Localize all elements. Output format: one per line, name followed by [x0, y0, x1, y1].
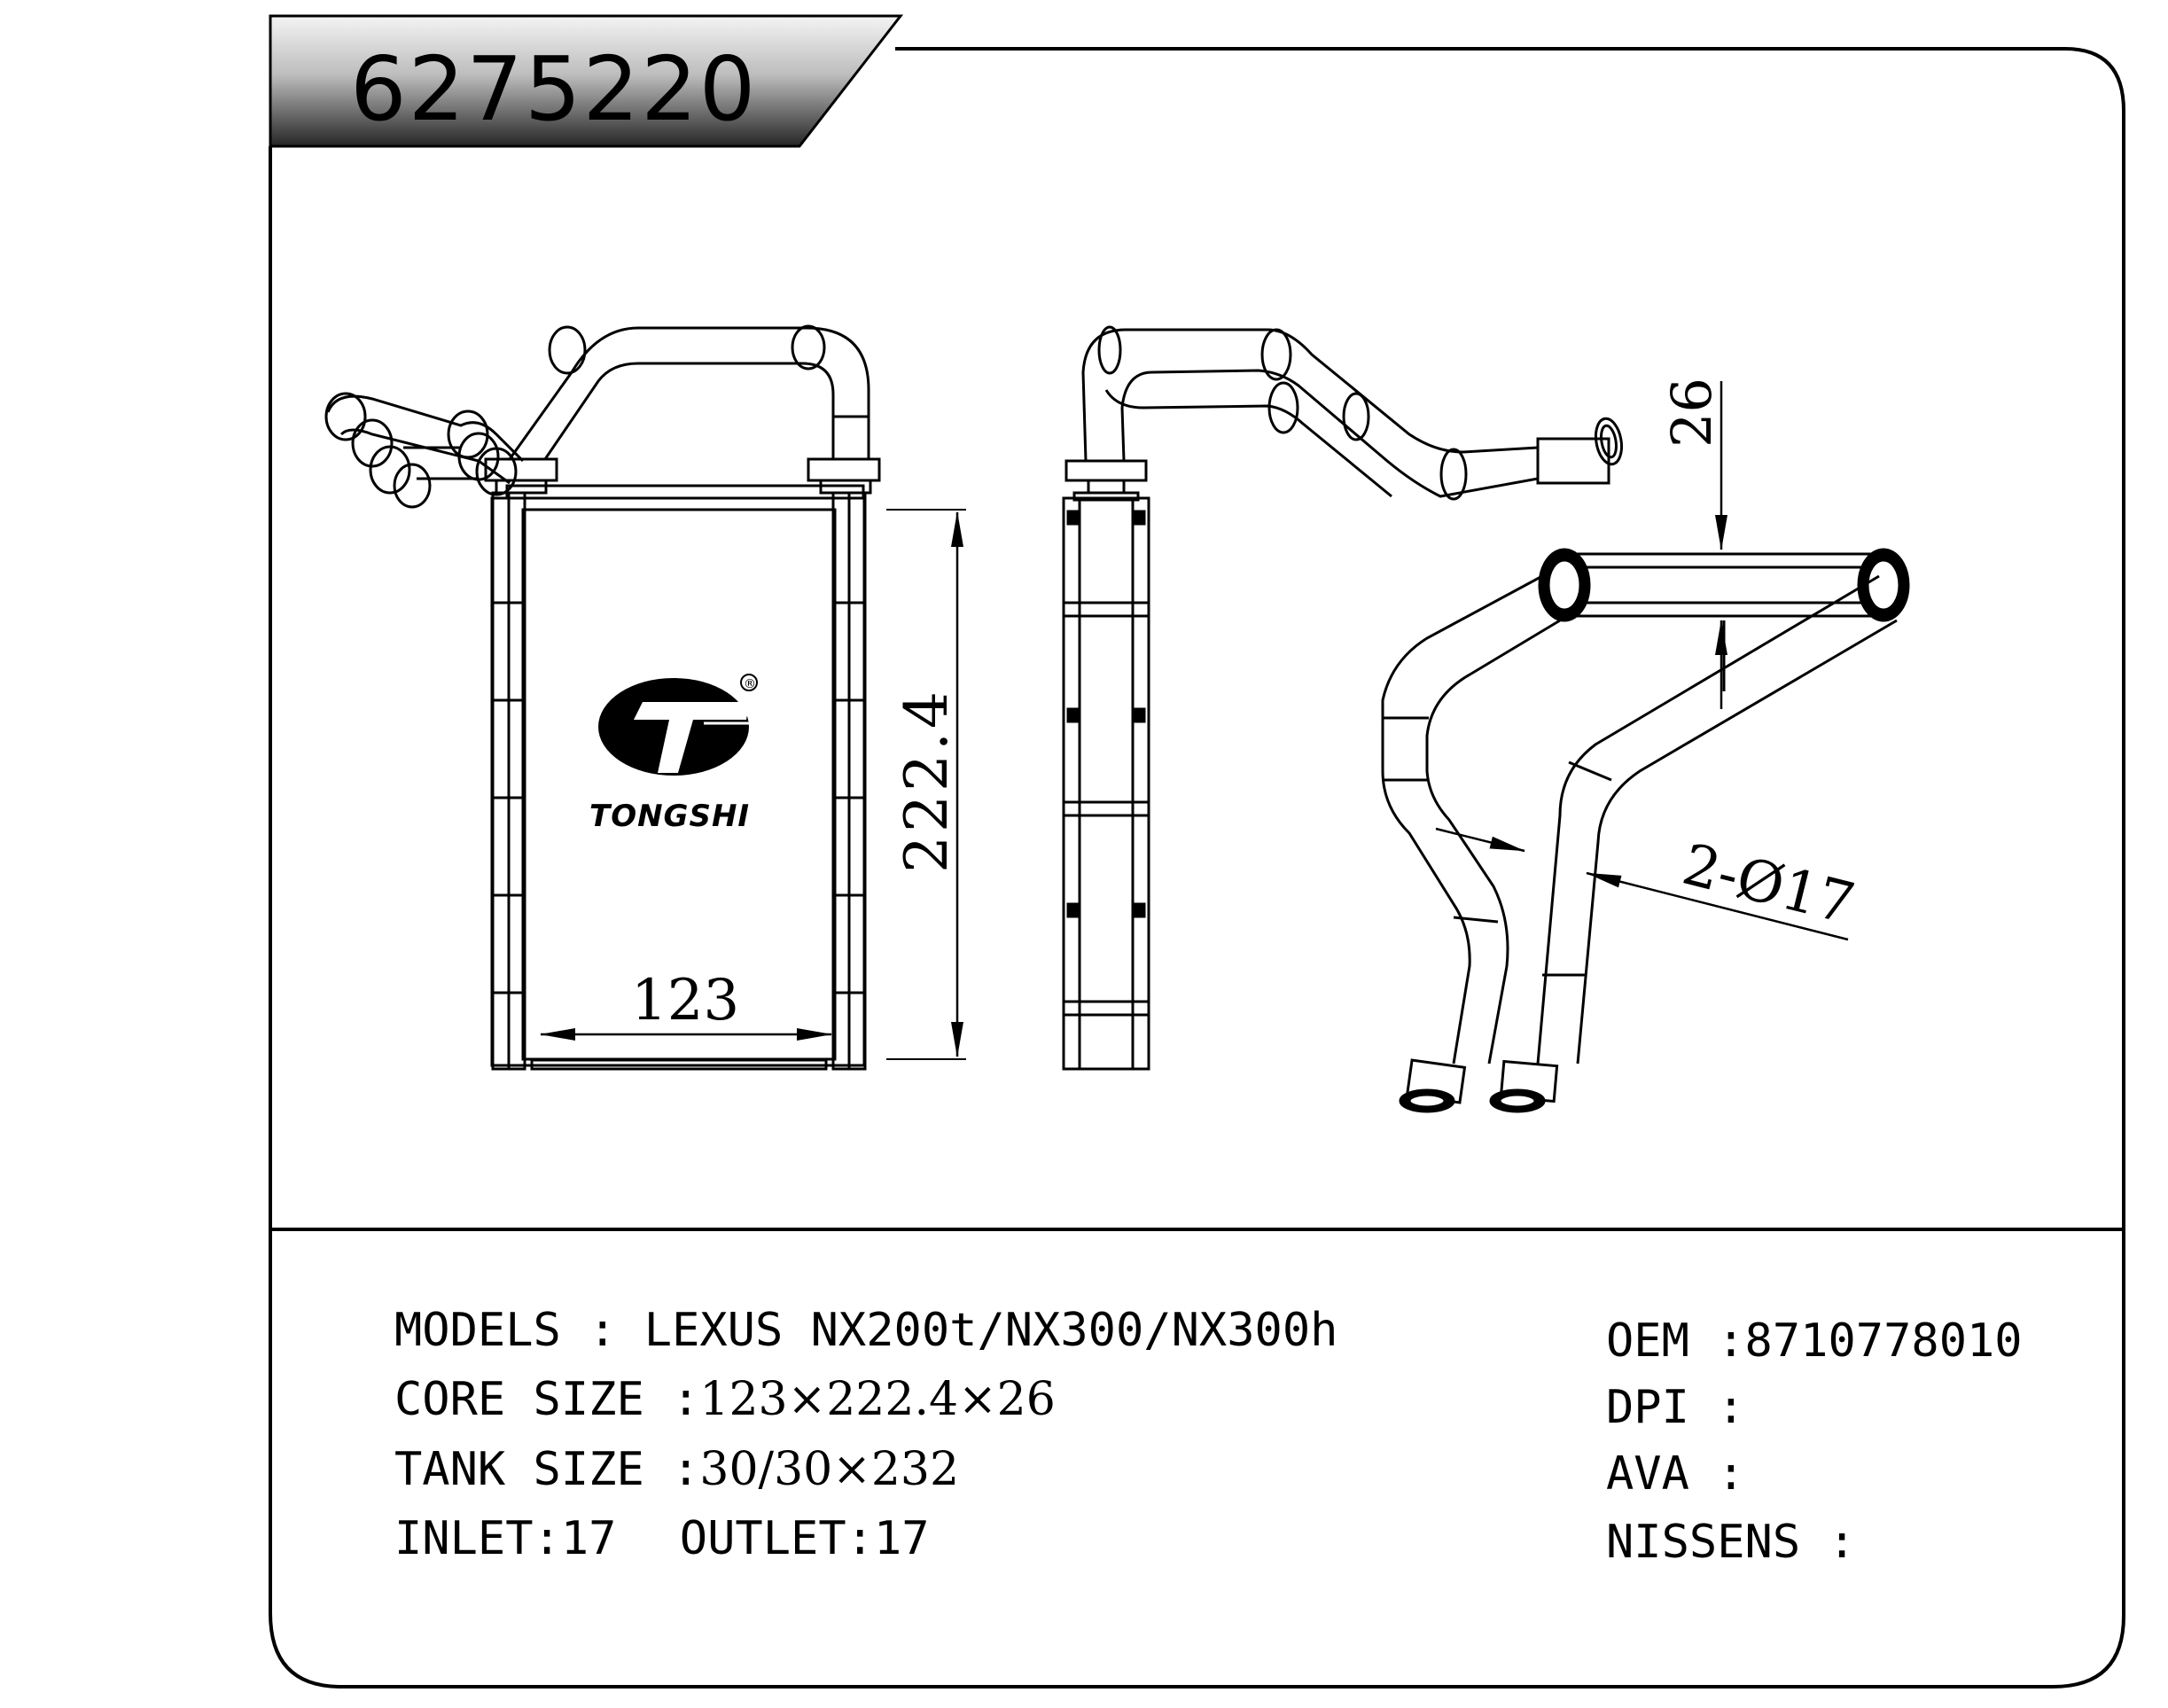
pipe-top-view	[1381, 548, 1910, 1113]
pipe-diameter-label: 2-Ø17	[1676, 832, 1860, 938]
models-row: MODELS : LEXUS NX200t/NX300/NX300h	[394, 1304, 1337, 1357]
inlet-value: 17	[561, 1512, 617, 1565]
left-tank	[491, 491, 526, 1071]
inlet-label: INLET	[394, 1512, 534, 1565]
tank-size-row: TANK SIZE :30/30×232	[394, 1443, 959, 1496]
nissens-label: NISSENS	[1606, 1516, 1800, 1569]
oem-label: OEM	[1606, 1314, 1689, 1368]
reference-block: OEM :8710778010 DPI : AVA : NISSENS :	[1606, 1314, 2023, 1569]
dpi-row: DPI :	[1606, 1381, 1745, 1434]
dimension-pipe-diameter: 2-Ø17	[1435, 827, 1860, 941]
heater-core-front-view	[324, 324, 881, 1071]
heater-core-side-view	[1062, 325, 1624, 1071]
core-size-label: CORE SIZE	[394, 1373, 644, 1426]
dpi-label: DPI	[1606, 1381, 1689, 1434]
dimension-core-height: 222.4	[886, 509, 966, 1060]
nissens-row: NISSENS :	[1606, 1516, 1856, 1569]
oem-row: OEM :8710778010	[1606, 1314, 2023, 1368]
right-tank	[831, 491, 867, 1071]
models-label: MODELS	[394, 1304, 561, 1357]
part-number-tab: 6275220	[269, 14, 904, 148]
dimension-core-thickness: 26	[1659, 378, 1727, 709]
ava-row: AVA :	[1606, 1447, 1745, 1501]
tank-size-label: TANK SIZE	[394, 1443, 644, 1496]
ava-label: AVA	[1606, 1447, 1689, 1501]
inlet-outlet-row: INLET:17 OUTLET:17	[394, 1512, 930, 1565]
drawing-frame	[269, 47, 2125, 1689]
pipe-end-ring	[324, 392, 367, 441]
dimension-core-width: 123	[540, 968, 832, 1041]
core-size-value: 123×222.4×26	[699, 1373, 1055, 1426]
brand-logo: ® TONGSHI	[589, 674, 763, 834]
tank-size-value: 30/30×232	[699, 1443, 959, 1496]
core-width-label: 123	[631, 968, 739, 1033]
oem-value: 8710778010	[1745, 1314, 2023, 1368]
outlet-ring	[1594, 417, 1624, 466]
models-value: LEXUS NX200t/NX300/NX300h	[644, 1304, 1338, 1357]
core-thickness-label: 26	[1659, 378, 1724, 448]
brand-name: TONGSHI	[589, 799, 750, 834]
registered-mark: ®	[744, 677, 756, 691]
spec-block: MODELS : LEXUS NX200t/NX300/NX300h CORE …	[394, 1304, 1337, 1565]
core-height-label: 222.4	[893, 688, 961, 873]
core-size-row: CORE SIZE :123×222.4×26	[394, 1373, 1056, 1426]
outlet-label: OUTLET	[680, 1512, 846, 1565]
outlet-value: 17	[874, 1512, 930, 1565]
part-number: 6275220	[350, 37, 757, 141]
